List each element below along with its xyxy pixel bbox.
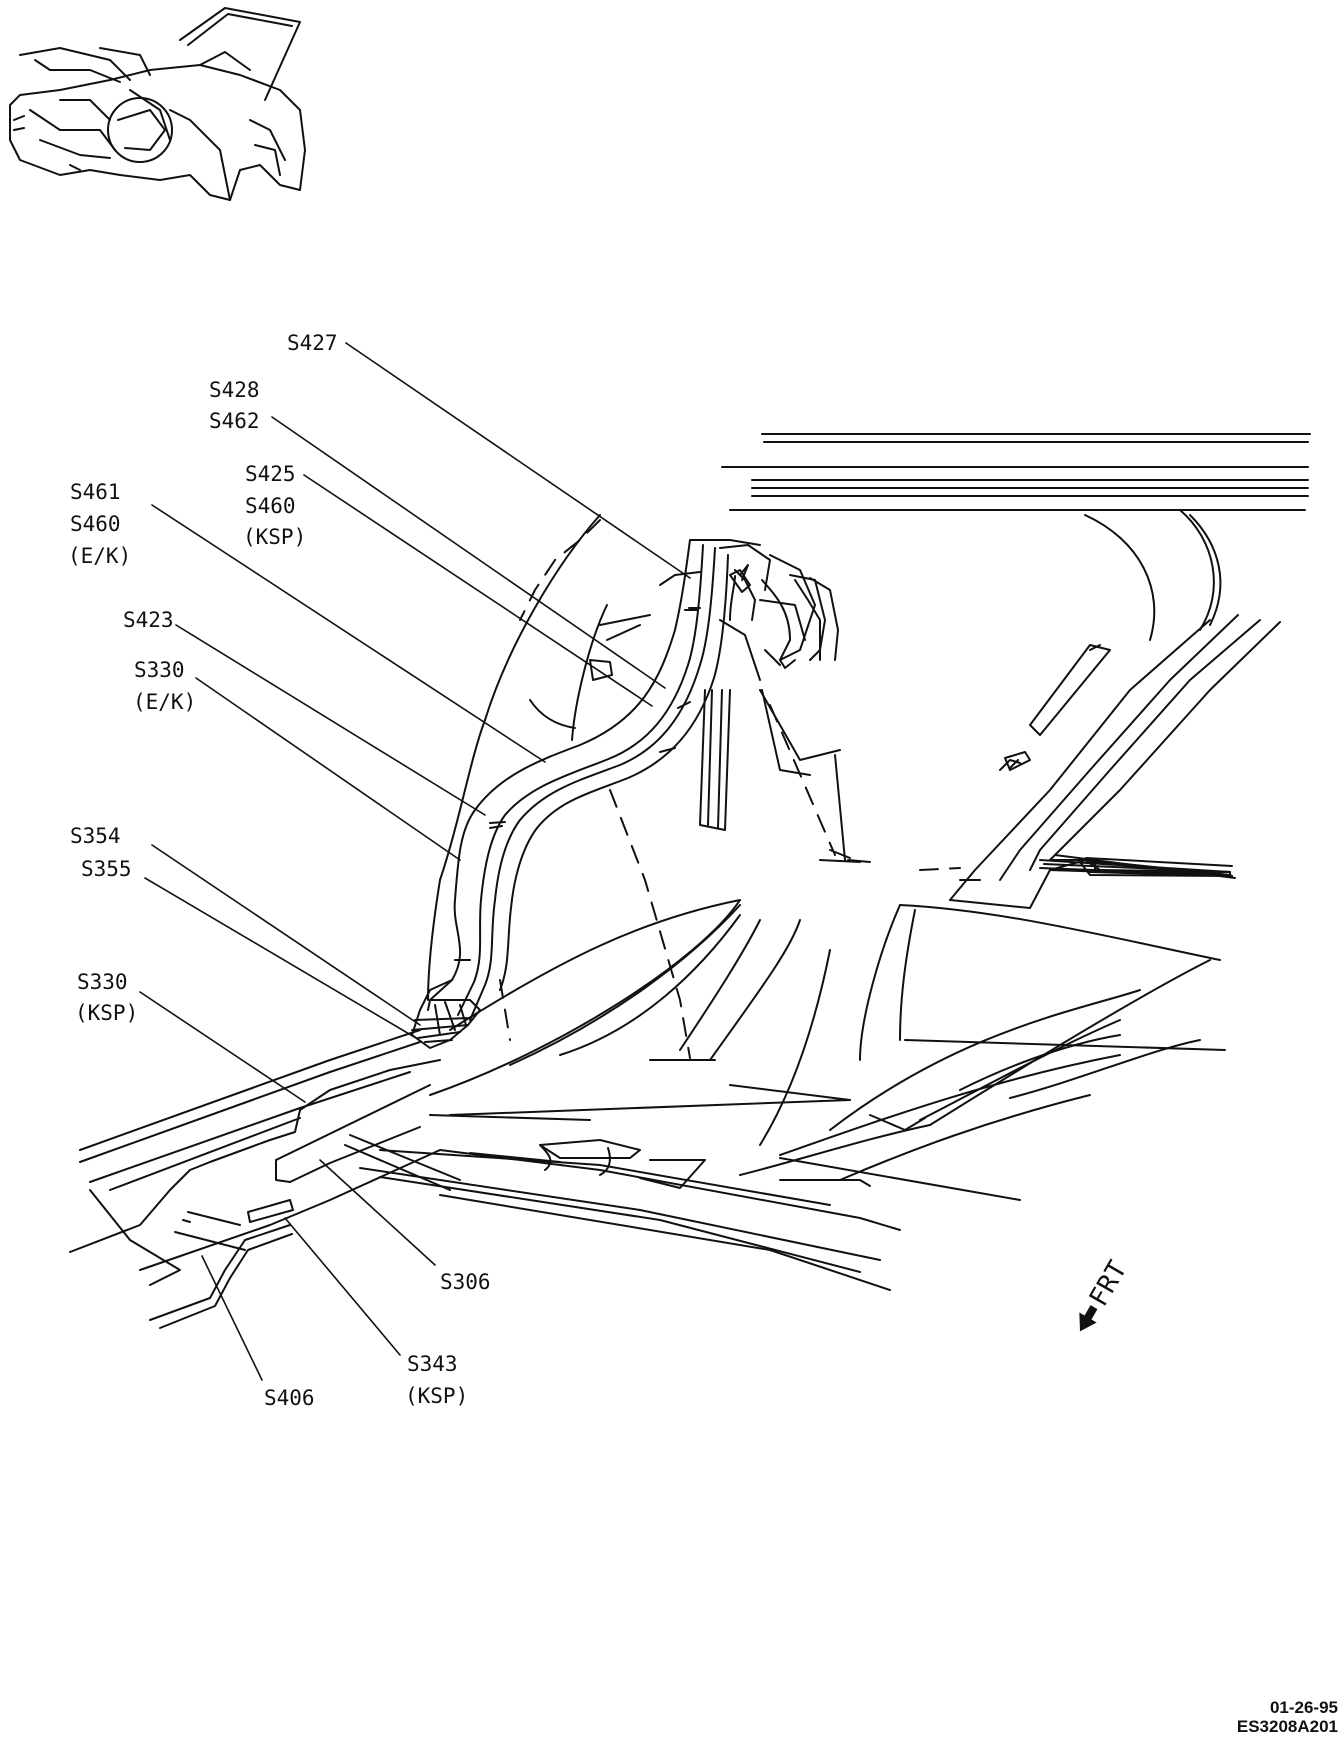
- label-s460-left: S460: [70, 512, 121, 536]
- stamp-date: 01-26-95: [1269, 1698, 1338, 1717]
- frt-label: FRT: [1084, 1256, 1134, 1312]
- label-s354: S354: [70, 824, 121, 848]
- dashed-leads: [499, 519, 961, 1059]
- leader-lines: [139, 342, 691, 1381]
- drawing-stamp: 01-26-95 ES3208A201: [1237, 1698, 1338, 1736]
- label-s343: S343: [407, 1352, 458, 1376]
- door-sill-structure: [949, 614, 1281, 909]
- label-ek-left: (E/K): [68, 544, 132, 568]
- label-s423: S423: [123, 608, 174, 632]
- rocker-panel: [69, 1029, 901, 1329]
- front-indicator: FRT: [1056, 1250, 1146, 1340]
- label-ksp-left: (KSP): [75, 1001, 139, 1025]
- label-s406: S406: [264, 1386, 315, 1410]
- label-s330-ek: S330: [134, 658, 185, 682]
- label-s355: S355: [81, 857, 132, 881]
- roof-lines: [721, 433, 1311, 511]
- vehicle-locator-icon: [9, 7, 306, 201]
- wiring-harness: [411, 539, 871, 1049]
- label-s306: S306: [440, 1270, 491, 1294]
- label-ksp-top: (KSP): [243, 525, 307, 549]
- label-s330-ksp: S330: [77, 970, 128, 994]
- front-arrow-icon: FRT: [1079, 1256, 1134, 1332]
- label-s427: S427: [287, 331, 338, 355]
- label-ksp-bottom: (KSP): [405, 1384, 469, 1408]
- label-s425: S425: [245, 462, 296, 486]
- body-pillar: [427, 509, 1222, 1001]
- label-ek-mid: (E/K): [133, 690, 197, 714]
- label-s462: S462: [209, 409, 260, 433]
- label-s428: S428: [209, 378, 260, 402]
- label-s460-top: S460: [245, 494, 296, 518]
- floor-pan: [429, 859, 1226, 1201]
- stamp-code: ES3208A201: [1236, 1717, 1338, 1736]
- label-s461: S461: [70, 480, 121, 504]
